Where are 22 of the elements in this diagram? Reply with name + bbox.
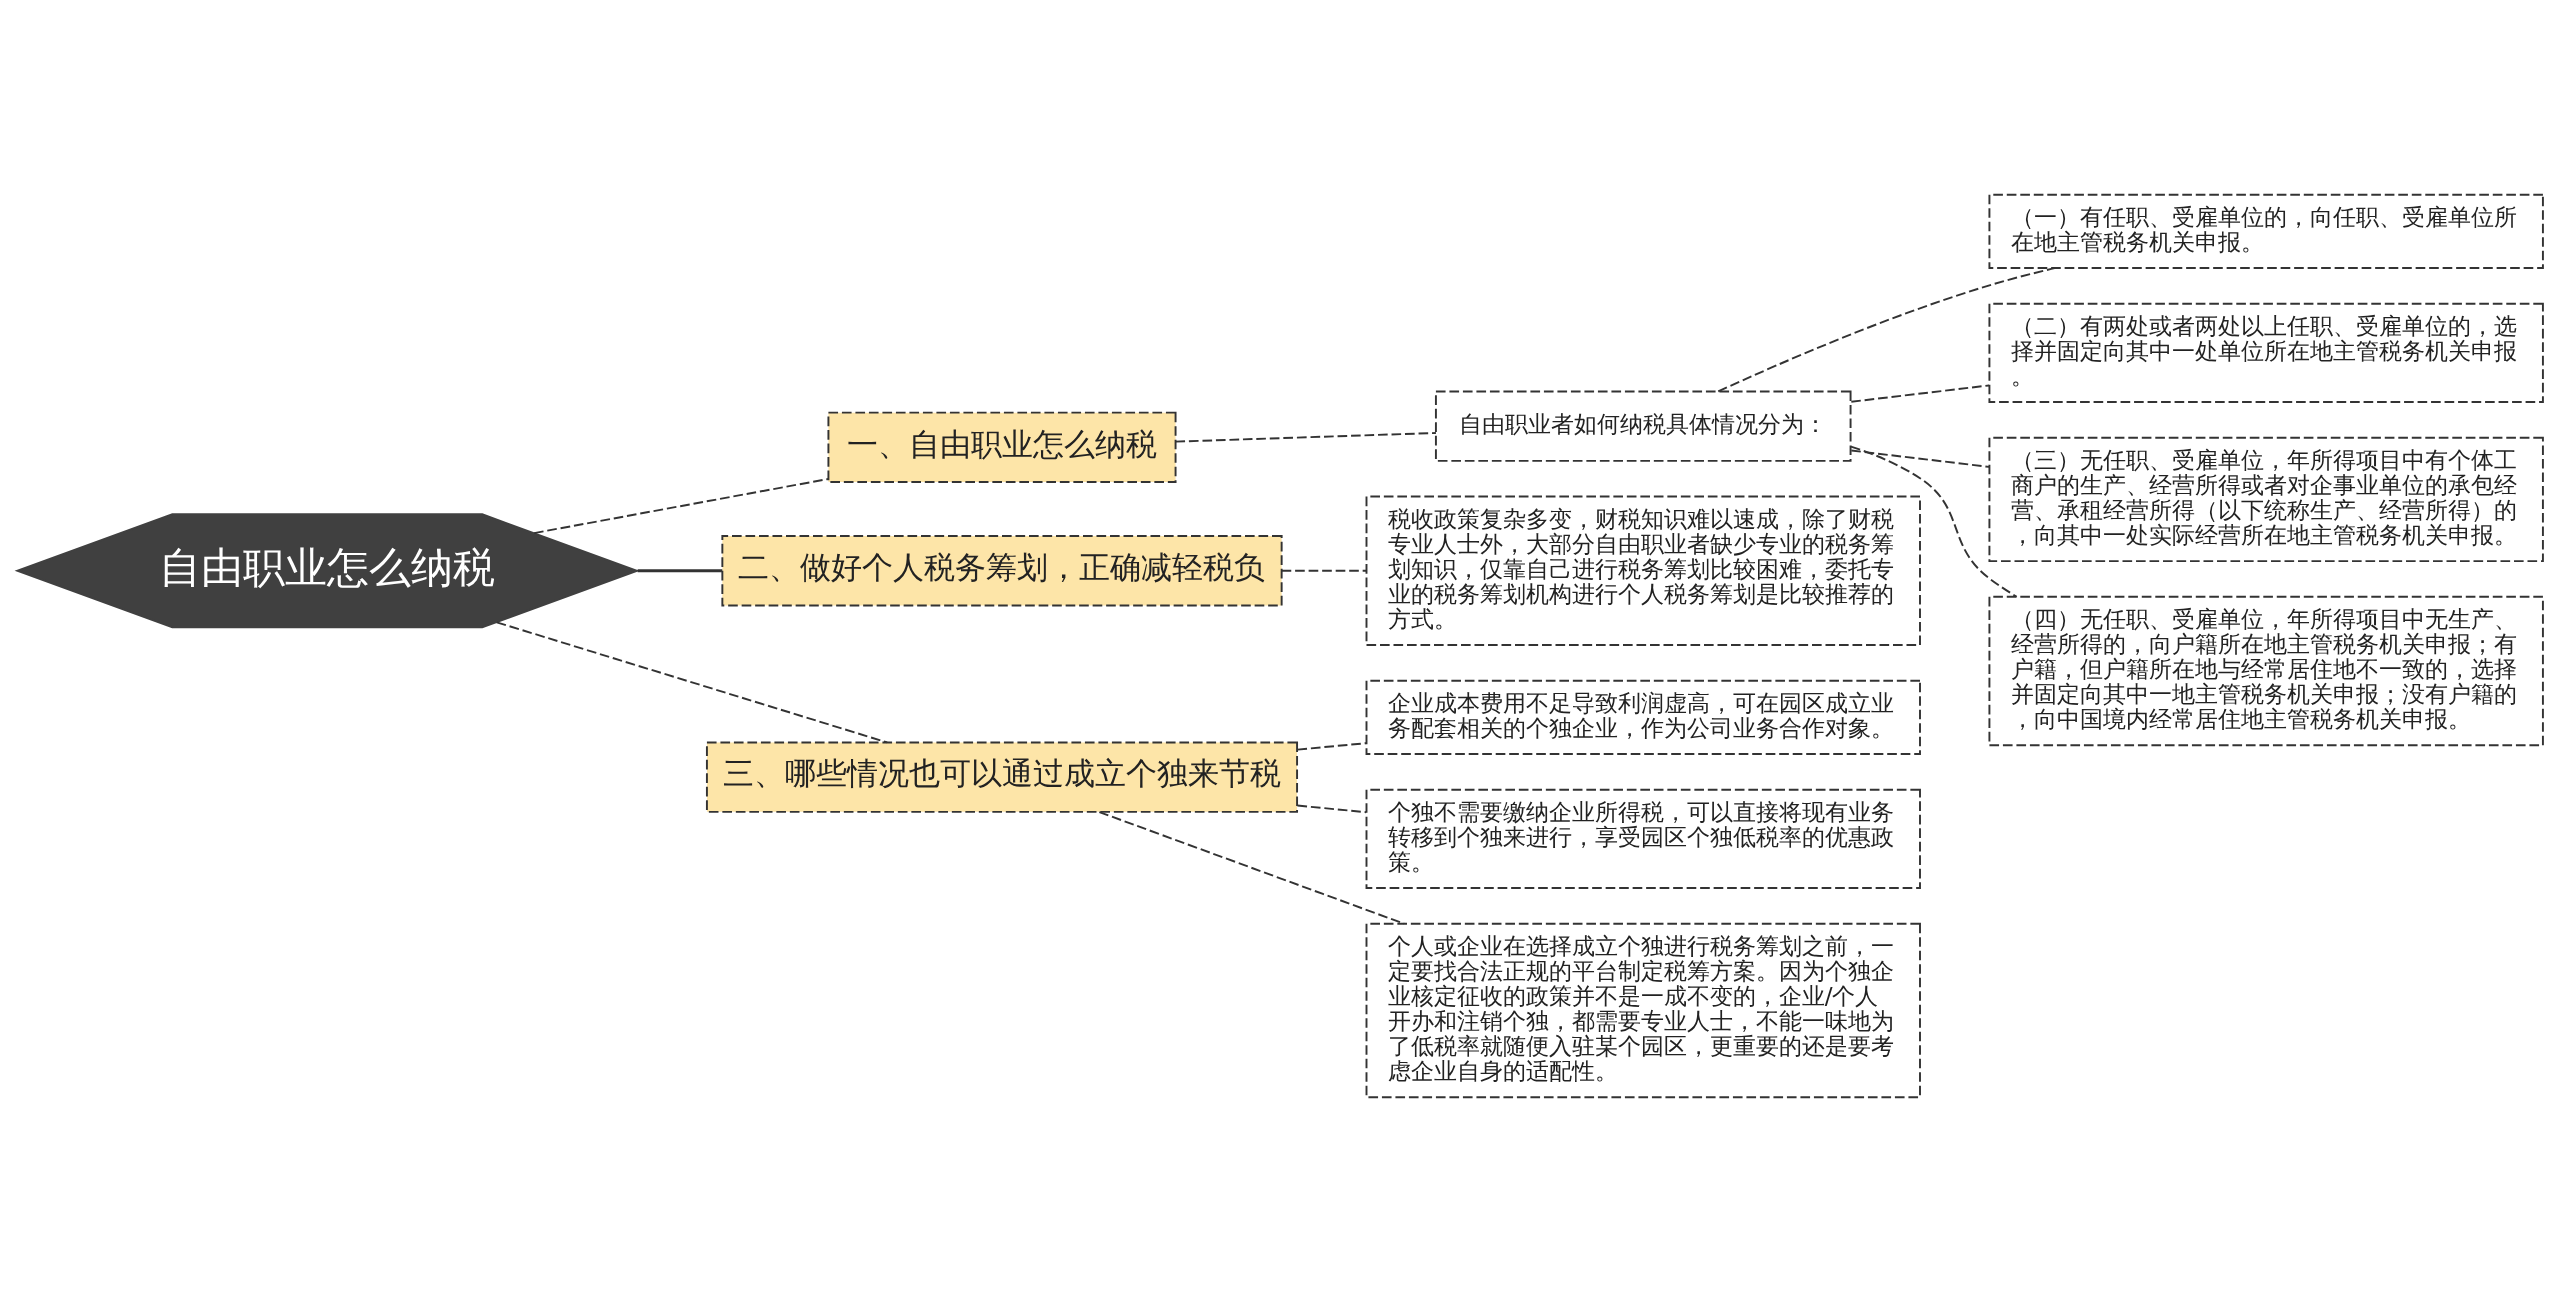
connector <box>1174 431 1437 443</box>
connector <box>495 620 889 743</box>
node-box: （一）有任职、受雇单位的，向任职、受雇单位所在地主管税务机关申报。 <box>1988 193 2544 269</box>
node-box: 二、做好个人税务筹划，正确减轻税负 <box>721 534 1283 606</box>
connector <box>1850 449 1990 468</box>
connector <box>637 568 723 572</box>
node-box: 企业成本费用不足导致利润虚高，可在园区成立业务配套相关的个独企业，作为公司业务合作对象。 <box>1365 679 1921 755</box>
node-box: 三、哪些情况也可以通过成立个独来节税 <box>705 740 1299 813</box>
connector <box>1296 804 1368 813</box>
connector <box>1850 445 2018 598</box>
node-box: 个人或企业在选择成立个独进行税务筹划之前，一定要找合法正规的平台制定税筹方案。因为个独企业核定征收的政策并不是一成不变的，企业/个人开办和注销个独，都需要专业人士，不能一味地为了低税率就随便入驻某个园区，更重要的还是要考虑企业自身的适配性。 <box>1365 922 1921 1098</box>
node-box: 个独不需要缴纳企业所得税，可以直接将现有业务转移到个独来进行，享受园区个独低税率的优惠政策。 <box>1365 788 1921 889</box>
node-box: 税收政策复杂多变，财税知识难以速成，除了财税专业人士外，大部分自由职业者缺少专业的税务筹划知识，仅靠自己进行税务筹划比较困难，委托专业的税务筹划机构进行个人税务筹划是比较推荐的方式。 <box>1365 495 1921 646</box>
connector <box>1280 569 1368 572</box>
connector <box>533 477 829 534</box>
connector <box>1850 383 1990 403</box>
node-box: （三）无任职、受雇单位，年所得项目中有个体工商户的生产、经营所得或者对企事业单位的承包经营、承租经营所得（以下统称生产、经营所得）的，向其中一处实际经营所在地主管税务机关申报。 <box>1988 436 2544 562</box>
node-box: （二）有两处或者两处以上任职、受雇单位的，选择并固定向其中一处单位所在地主管税务机关申报。 <box>1988 302 2544 403</box>
node-box: （四）无任职、受雇单位，年所得项目中无生产、经营所得的，向户籍所在地主管税务机关申报；有户籍，但户籍所在地与经常居住地不一致的，选择并固定向其中一地主管税务机关申报；没有户籍的，向中国境内经常居住地主管税务机关申报。 <box>1988 595 2544 746</box>
connector <box>1296 741 1368 751</box>
node-box: 自由职业者如何纳税具体情况分为： <box>1434 389 1852 462</box>
node-box: 一、自由职业怎么纳税 <box>827 411 1177 483</box>
